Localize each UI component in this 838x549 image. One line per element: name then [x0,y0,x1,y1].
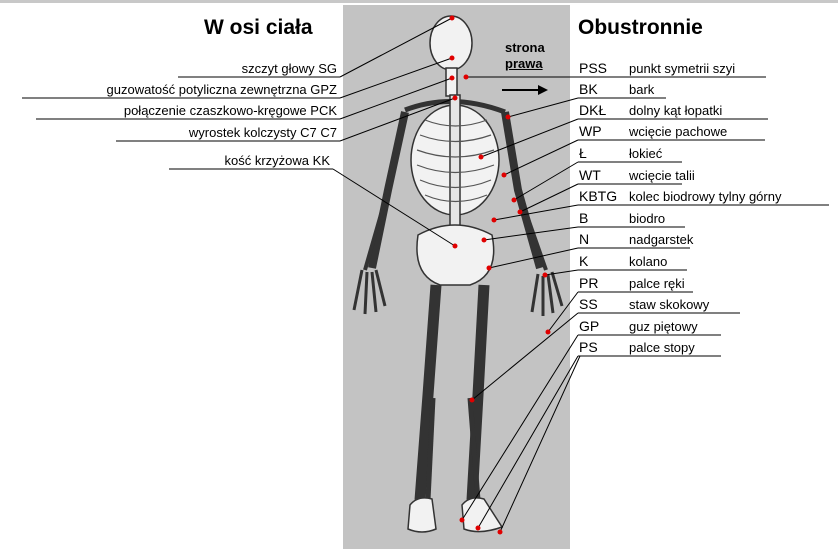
axial-point-label: połączenie czaszkowo-kręgowe PCK [124,103,337,118]
bilateral-code: N [579,232,589,247]
bilateral-code: Ł [579,146,587,161]
bilateral-name: kolec biodrowy tylny górny [629,189,781,204]
bilateral-code: B [579,211,588,226]
bilateral-code: PS [579,340,598,355]
bilateral-name: dolny kąt łopatki [629,103,722,118]
bilateral-name: palce stopy [629,340,695,355]
bilateral-code: DKŁ [579,103,606,118]
bilateral-name: nadgarstek [629,232,693,247]
bilateral-code: PR [579,276,598,291]
bilateral-name: guz piętowy [629,319,698,334]
axial-point-label: wyrostek kolczysty C7 C7 [189,125,337,140]
bilateral-code: WT [579,168,601,183]
bilateral-code: KBTG [579,189,617,204]
bilateral-name: wcięcie pachowe [629,124,727,139]
bilateral-name: punkt symetrii szyi [629,61,735,76]
bilateral-name: palce ręki [629,276,685,291]
bilateral-code: PSS [579,61,607,76]
bilateral-code: BK [579,82,598,97]
axial-point-label: guzowatość potyliczna zewnętrzna GPZ [107,82,338,97]
bilateral-code: K [579,254,588,269]
bilateral-code: SS [579,297,598,312]
bilateral-name: kolano [629,254,667,269]
bilateral-name: łokieć [629,146,662,161]
bilateral-name: staw skokowy [629,297,709,312]
bilateral-name: bark [629,82,654,97]
axial-point-label: kość krzyżowa KK [225,153,330,168]
bilateral-heading: Obustronnie [578,16,703,40]
bilateral-name: biodro [629,211,665,226]
bilateral-code: GP [579,319,599,334]
bilateral-name: wcięcie talii [629,168,695,183]
bilateral-code: WP [579,124,602,139]
side-label-line2: prawa [505,56,543,71]
side-label-line1: strona [505,40,545,55]
axial-point-label: szczyt głowy SG [242,61,337,76]
axial-heading: W osi ciała [204,16,313,40]
